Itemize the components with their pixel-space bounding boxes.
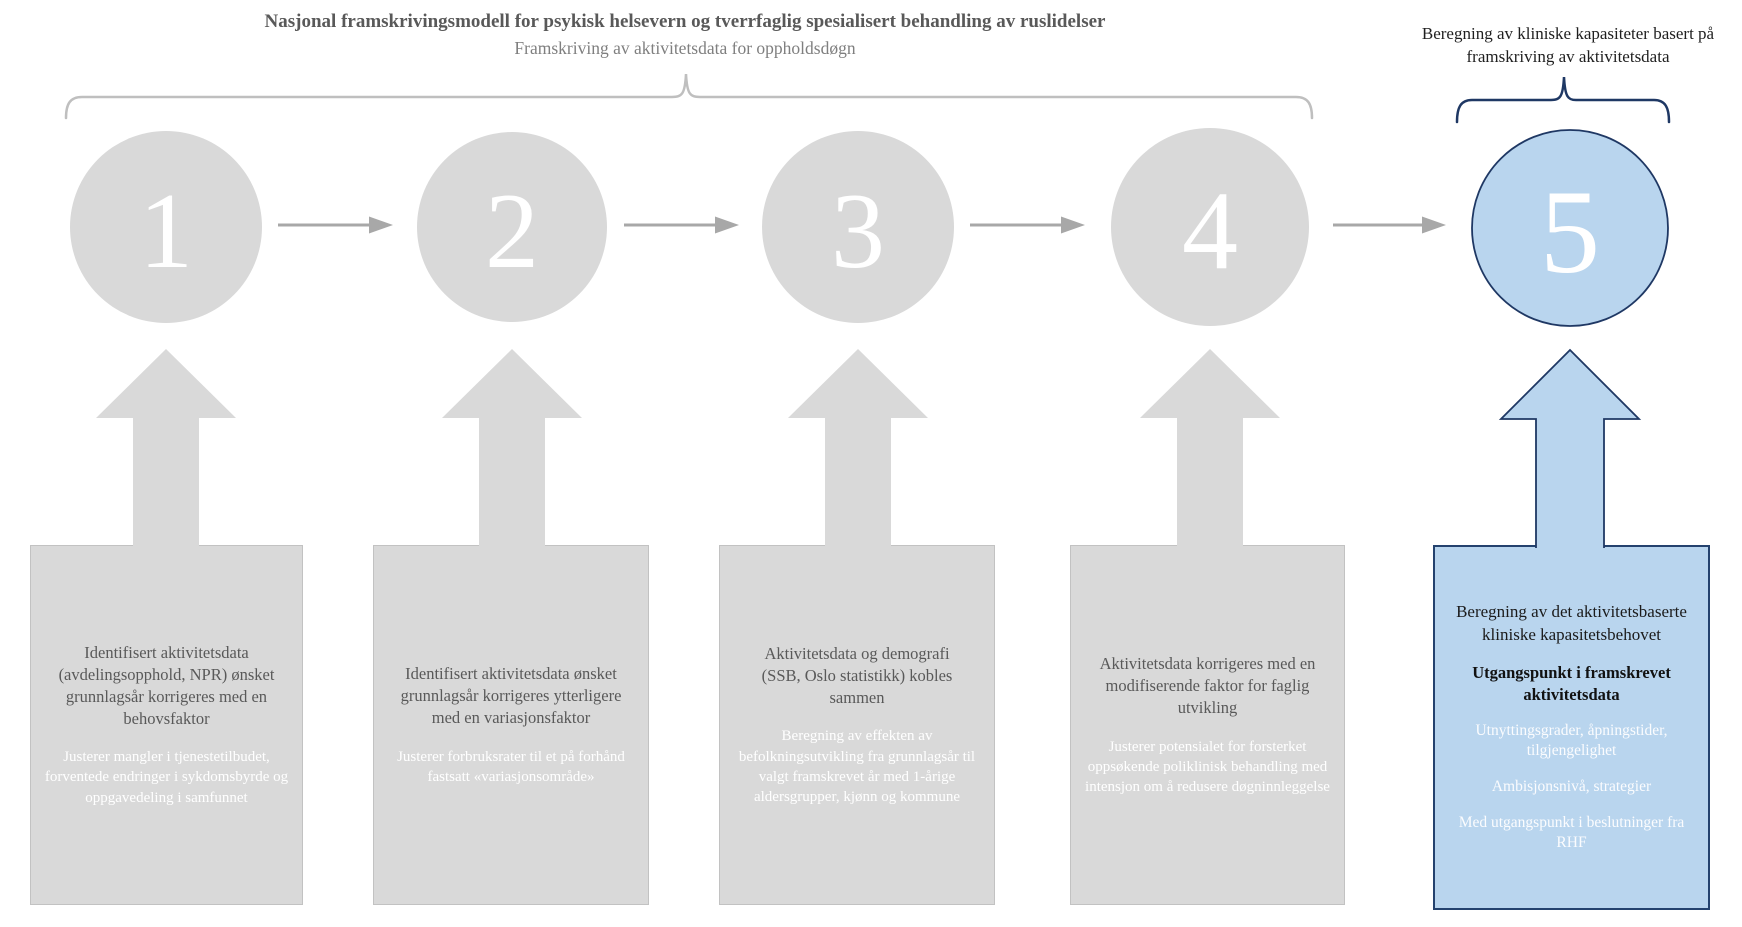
page-subtitle: Framskriving av aktivitetsdata for oppho…	[514, 37, 856, 58]
step-1-circle	[70, 131, 262, 323]
connector-arrow-3-4	[970, 216, 1085, 234]
step-5-sub-text-2: Ambisjonsnivå, strategier	[1491, 777, 1652, 795]
step-5-main-text: Beregning av det aktivitetsbaserte klini…	[1456, 602, 1687, 645]
step-4-sub-text: Justerer potensialet for forsterket opps…	[1085, 738, 1330, 795]
step-5-circle	[1471, 129, 1669, 327]
connector-arrow-2-3	[624, 216, 739, 234]
step-1-up-arrow	[96, 349, 236, 553]
step-3-description-box: Aktivitetsdata og demografi (SSB, Oslo s…	[719, 545, 995, 905]
step-1-sub-text: Justerer mangler i tjenestetilbudet, for…	[44, 749, 289, 806]
page-title: Nasjonal framskrivingsmodell for psykisk…	[264, 11, 1106, 32]
step-3-circle	[762, 131, 954, 323]
step-3-number: 3	[831, 172, 885, 291]
step-4-main-text: Aktivitetsdata korrigeres med en modifis…	[1099, 654, 1316, 717]
step-4-circle	[1111, 128, 1309, 326]
connector-arrow-1-2	[278, 216, 393, 234]
right-section-title: Beregning av kliniske kapasiteter basert…	[1421, 24, 1715, 67]
step-5-emphasis-text: Utgangspunkt i framskrevet aktivitetsdat…	[1472, 663, 1671, 704]
step-4-up-arrow	[1140, 349, 1280, 553]
step-5-description-box: Beregning av det aktivitetsbaserte klini…	[1433, 545, 1710, 910]
header-block: Nasjonal framskrivingsmodell for psykisk…	[95, 10, 1275, 60]
brace-step-5	[1455, 76, 1671, 124]
step-2-number: 2	[485, 172, 539, 291]
step-5-number: 5	[1540, 165, 1600, 298]
step-3-main-text: Aktivitetsdata og demografi (SSB, Oslo s…	[761, 644, 953, 707]
step-5-up-arrow	[1498, 348, 1642, 548]
step-2-main-text: Identifisert aktivitetsdata ønsket grunn…	[400, 664, 622, 727]
step-1-number: 1	[139, 172, 193, 291]
step-4-description-box: Aktivitetsdata korrigeres med en modifis…	[1070, 545, 1345, 905]
step-1-main-text: Identifisert aktivitetsdata (avdelingsop…	[58, 643, 275, 728]
step-3-sub-text: Beregning av effekten av befolkningsutvi…	[738, 728, 976, 805]
step-4-number: 4	[1182, 169, 1238, 293]
step-1-description-box: Identifisert aktivitetsdata (avdelingsop…	[30, 545, 303, 905]
step-2-sub-text: Justerer forbruksrater til et på forhånd…	[397, 748, 625, 785]
step-3-up-arrow	[788, 349, 928, 553]
step-2-up-arrow	[442, 349, 582, 553]
step-5-sub-text-3: Med utgangspunkt i beslutninger fra RHF	[1458, 813, 1685, 852]
step-5-sub-text-1: Utnyttingsgrader, åpningstider, tilgjeng…	[1475, 721, 1668, 760]
brace-steps-1-4	[64, 73, 1314, 120]
step-2-circle	[417, 132, 607, 322]
connector-arrow-4-5	[1333, 216, 1446, 234]
step-2-description-box: Identifisert aktivitetsdata ønsket grunn…	[373, 545, 649, 905]
